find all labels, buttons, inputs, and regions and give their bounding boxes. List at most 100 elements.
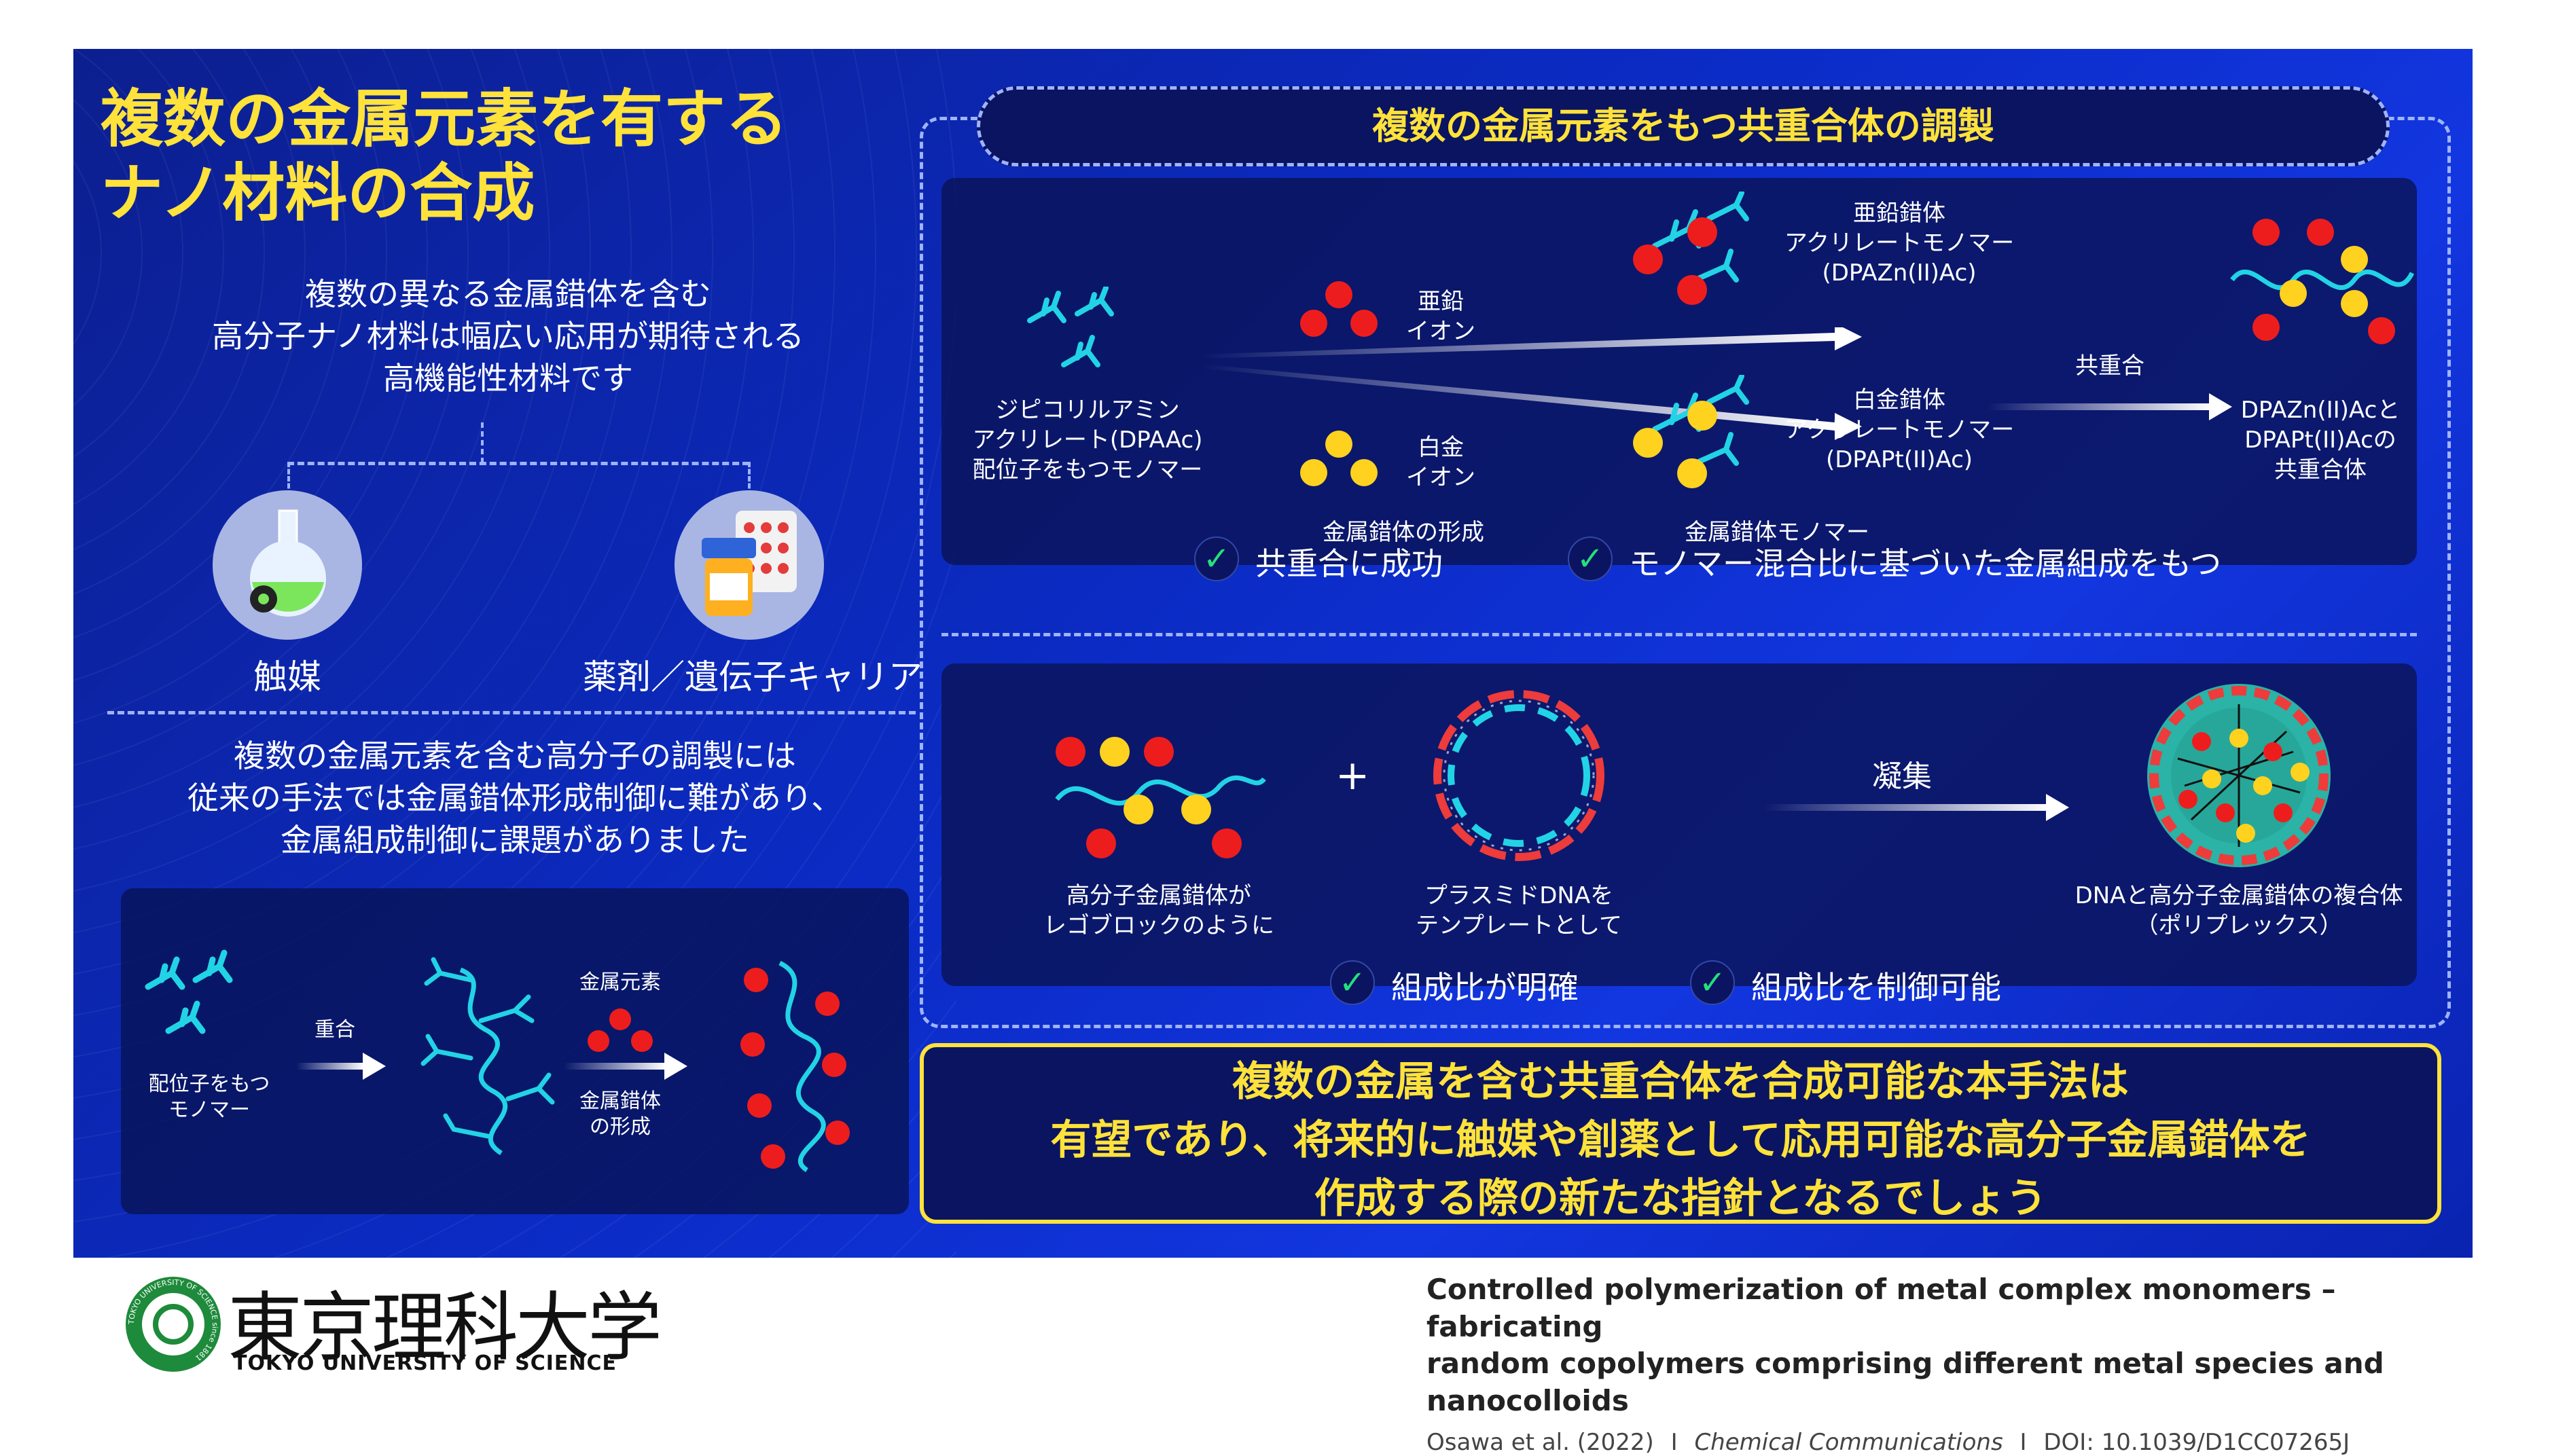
problem-line: 従来の手法では金属錯体形成制御に難があり、 xyxy=(187,780,843,817)
complex-formation-label-line: の形成 xyxy=(590,1114,651,1139)
zn-monomer-label: 亜鉛錯体 アクリレートモノマー (DPAZn(II)Ac) xyxy=(1750,198,2049,289)
copolymerization-arrowhead xyxy=(2209,393,2232,420)
pt-monomer-label-line: (DPAPt(II)Ac) xyxy=(1825,446,1973,474)
complexation-arrow xyxy=(564,1063,666,1070)
check-icon: ✓ xyxy=(1330,960,1375,1005)
paper-reference: Controlled polymerization of metal compl… xyxy=(1426,1271,2486,1456)
dpaac-label-line: 配位子をもつモノマー xyxy=(972,456,1203,484)
polymerization-arrow xyxy=(296,1063,364,1070)
pt-complex-monomer-icon xyxy=(1633,375,1749,488)
citation: Osawa et al. (2022) I Chemical Communica… xyxy=(1426,1429,2486,1456)
assembly-panel: 高分子金属錯体が レゴブロックのように + プラスミドDNAを テンプレートとし… xyxy=(941,663,2417,986)
copolymerization-label: 共重合 xyxy=(2075,352,2144,380)
check-text-controllable-ratio: 組成比を制御可能 xyxy=(1751,969,2001,1006)
citation-authors: Osawa et al. (2022) xyxy=(1426,1429,1654,1456)
section-divider xyxy=(107,711,916,714)
problem-text: 複数の金属元素を含む高分子の調製には 従来の手法では金属錯体形成制御に難があり、… xyxy=(114,735,916,861)
citation-journal: Chemical Communications xyxy=(1694,1429,2003,1456)
aggregation-label: 凝集 xyxy=(1872,759,1932,794)
polyplex-label: DNAと高分子金属錯体の複合体 （ポリプレックス） xyxy=(2062,881,2416,941)
dpaac-label-line: ジピコリルアミン xyxy=(995,397,1180,424)
copolymer-label-line: DPAPt(II)Acの xyxy=(2244,426,2396,454)
copolymer-label-line: 共重合体 xyxy=(2274,456,2367,484)
intro-line: 複数の異なる金属錯体を含む xyxy=(305,276,711,312)
intro-line: 高機能性材料です xyxy=(383,360,633,397)
catalyst-label: 触媒 xyxy=(253,657,321,697)
dpaac-label: ジピコリルアミン アクリレート(DPAAc) 配位子をもつモノマー xyxy=(955,395,1220,486)
platinum-ions-icon xyxy=(1300,431,1378,486)
metal-element-label: 金属元素 xyxy=(579,970,661,994)
zinc-ion-label: 亜鉛 イオン xyxy=(1390,287,1492,346)
zinc-ion-label-line: 亜鉛 xyxy=(1418,288,1464,315)
aggregation-arrowhead xyxy=(2046,794,2069,821)
infographic-poster: 複数の金属元素を有する ナノ材料の合成 複数の異なる金属錯体を含む 高分子ナノ材… xyxy=(73,49,2473,1258)
intro-line: 高分子ナノ材料は幅広い応用が期待される xyxy=(212,318,804,355)
ligand-monomer-label-line: 配位子をもつ xyxy=(148,1072,270,1096)
connector-line xyxy=(748,462,751,496)
metal-polymer-label-line: レゴブロックのように xyxy=(1043,912,1274,940)
main-title-line2: ナノ材料の合成 xyxy=(101,156,535,230)
copolymer-icon xyxy=(2230,219,2415,344)
carrier-label: 薬剤／遺伝子キャリア xyxy=(583,657,922,697)
zn-monomer-label-line: 亜鉛錯体 xyxy=(1853,200,1945,227)
connector-line xyxy=(481,422,484,463)
dpaac-label-line: アクリレート(DPAAc) xyxy=(972,426,1203,454)
zn-monomer-label-line: (DPAZn(II)Ac) xyxy=(1822,259,1977,287)
check-text-clear-ratio: 組成比が明確 xyxy=(1391,969,1579,1006)
university-seal-icon: TOKYO UNIVERSITY OF SCIENCE since 1881 xyxy=(126,1277,221,1372)
polymerization-label: 重合 xyxy=(315,1018,355,1042)
conclusion-line: 複数の金属を含む共重合体を合成可能な本手法は xyxy=(1232,1058,2129,1106)
check-icon: ✓ xyxy=(1194,536,1239,581)
svg-text:TOKYO UNIVERSITY OF SCIENCE si: TOKYO UNIVERSITY OF SCIENCE since 1881 xyxy=(127,1278,219,1363)
plasmid-dna-label-line: テンプレートとして xyxy=(1416,912,1622,940)
copolymerization-arrow xyxy=(1988,403,2212,410)
plus-sign: + xyxy=(1335,752,1370,799)
complex-formation-step-label: 金属錯体の形成 xyxy=(1323,519,1484,546)
complex-formation-label-line: 金属錯体 xyxy=(579,1089,661,1113)
seal-ring-label: TOKYO UNIVERSITY OF SCIENCE since 1881 xyxy=(127,1278,219,1363)
copolymer-label: DPAZn(II)Acと DPAPt(II)Acの 共重合体 xyxy=(2219,395,2422,486)
connector-line xyxy=(287,462,290,496)
zn-complex-monomer-icon xyxy=(1633,192,1749,305)
conventional-method-panel: 配位子をもつ モノマー 重合 金属元素 金属錯体 の形成 xyxy=(121,888,909,1214)
metal-polymer-label: 高分子金属錯体が レゴブロックのように xyxy=(1016,881,1301,941)
pt-monomer-label: 白金錯体 アクリレートモノマー (DPAPt(II)Ac) xyxy=(1750,385,2049,475)
paper-title-line: random copolymers comprising different m… xyxy=(1426,1347,2384,1417)
metal-polymer-block-icon xyxy=(1055,737,1266,858)
metal-polymer-label-line: 高分子金属錯体が xyxy=(1066,882,1251,909)
aggregation-arrow xyxy=(1763,804,2049,811)
check-text-copolymerization: 共重合に成功 xyxy=(1255,545,1443,582)
synthesis-scheme-panel: ジピコリルアミン アクリレート(DPAAc) 配位子をもつモノマー 亜鉛 イオン… xyxy=(941,178,2417,565)
plasmid-dna-label-line: プラスミドDNAを xyxy=(1424,882,1614,909)
dpaac-monomer-icon xyxy=(1027,287,1114,367)
problem-line: 複数の金属元素を含む高分子の調製には xyxy=(234,738,796,774)
copolymer-label-line: DPAZn(II)Acと xyxy=(2240,397,2401,424)
polyplex-icon xyxy=(2147,684,2331,867)
right-section-title: 複数の金属元素をもつ共重合体の調製 xyxy=(977,86,2390,166)
polymer-chain-icon xyxy=(420,957,555,1155)
carrier-icon-circle xyxy=(675,490,824,640)
connector-line xyxy=(287,462,749,465)
main-title: 複数の金属元素を有する ナノ材料の合成 xyxy=(101,83,950,230)
metal-ions-icon xyxy=(588,1008,653,1052)
polyplex-label-line: （ポリプレックス） xyxy=(2135,912,2343,940)
complex-formation-label: 金属錯体 の形成 xyxy=(556,1089,685,1140)
citation-separator: I xyxy=(1670,1429,1678,1456)
polyplex-label-line: DNAと高分子金属錯体の複合体 xyxy=(2075,882,2403,909)
platinum-ion-label-line: 白金 xyxy=(1418,434,1464,461)
section-divider xyxy=(941,633,2417,636)
check-icon: ✓ xyxy=(1568,536,1613,581)
paper-title-line: Controlled polymerization of metal compl… xyxy=(1426,1273,2336,1343)
plasmid-dna-label: プラスミドDNAを テンプレートとして xyxy=(1383,881,1655,941)
flask-gear-icon xyxy=(250,509,326,617)
check-icon: ✓ xyxy=(1690,960,1735,1005)
problem-line: 金属組成制御に課題がありました xyxy=(281,822,749,859)
conclusion-line: 有望であり、将来的に触媒や創薬として応用可能な高分子金属錯体を xyxy=(1050,1116,2311,1164)
university-name-jp: 東京理科大学 xyxy=(228,1284,662,1371)
conclusion-box: 複数の金属を含む共重合体を合成可能な本手法は 有望であり、将来的に触媒や創薬とし… xyxy=(920,1043,2441,1224)
plasmid-dna-icon xyxy=(1433,690,1604,861)
citation-doi: DOI: 10.1039/D1CC07265J xyxy=(2043,1429,2350,1456)
pt-monomer-label-line: アクリレートモノマー xyxy=(1784,416,2015,444)
platinum-ion-label-line: イオン xyxy=(1406,464,1475,492)
complex-monomer-label: 金属錯体モノマー xyxy=(1685,519,1869,546)
